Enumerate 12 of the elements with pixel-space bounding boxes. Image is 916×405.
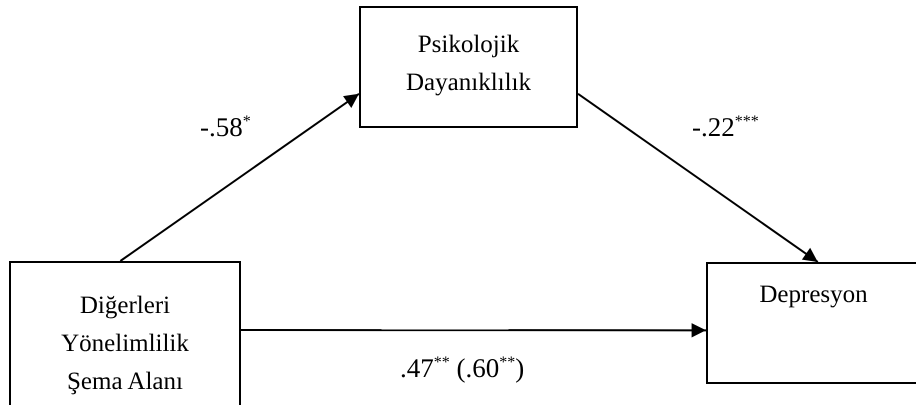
arrow (120, 93, 360, 262)
variable-label: Depresyon (758, 280, 869, 310)
path-coefficient: .47$^{**}$ (.60$^{**}$) (400, 352, 524, 383)
path-coefficient: -.58$^{*}$ (200, 111, 251, 142)
variable-label: Psikolojik Dayanıklılık (405, 30, 532, 98)
variable-box (359, 6, 578, 128)
path-coefficient: -.22$^{***}$ (692, 111, 759, 142)
arrow (577, 93, 818, 263)
variable-label: Diğerleri Yönelimlilik Şema Alanı (60, 291, 190, 397)
arrow (241, 323, 706, 338)
variable-box (9, 261, 241, 405)
variable-box (706, 262, 916, 384)
